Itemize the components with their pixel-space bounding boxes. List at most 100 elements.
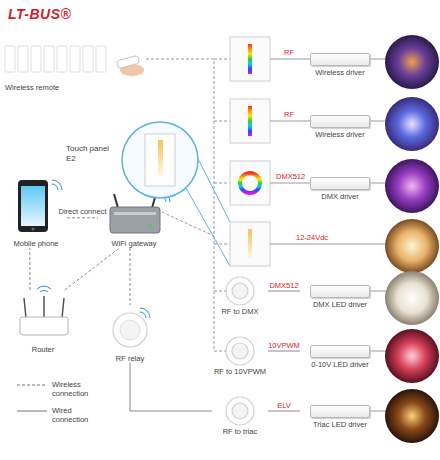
room-photo [385,389,439,443]
legend-entry: Wired connection [16,406,116,428]
wired-connection [268,351,300,352]
wall-switch-row [70,46,80,72]
room-photo [385,159,439,213]
legend-line [17,385,47,386]
wireless-bus [162,212,214,236]
converter-node: RF to triac [212,390,268,440]
room-photo [385,97,439,151]
driver-box: DMX driver [300,174,380,204]
connection-label: 10VPWM [268,341,300,350]
wall-panel [248,106,252,136]
wall-switch-row [18,46,28,72]
wifi-gateway-icon [114,212,156,215]
driver-casing [310,177,370,190]
logo-title: LT-BUS® [8,6,71,22]
wall-switch-row [31,46,41,72]
room-photo [385,271,439,325]
zoom-circle [122,122,198,198]
legend-line [17,411,47,412]
driver-box: DMX LED driver [300,282,380,312]
node-label: Wireless remote [5,83,150,92]
rf-converter-icon [226,337,254,365]
driver-casing [310,53,370,66]
mobile-phone-icon [21,186,45,226]
legend-sample [16,380,48,390]
device-box: RF relay [100,305,160,363]
driver-casing [310,115,370,128]
wall-panel [230,99,270,143]
converter-node: RF to 10VPWM [212,330,268,380]
wall-switch-row [44,46,54,72]
wired-line [370,59,386,411]
wired-connection [268,291,300,292]
rf-converter-icon [232,403,248,419]
converter-node: RF to DMX [212,270,268,320]
room-photo [385,329,439,383]
mobile-phone-icon [18,180,62,232]
connection-label: Direct connect [59,207,107,216]
mobile-phone-icon [32,228,35,231]
router-icon [43,296,45,318]
wall-panel [240,173,260,193]
wall-panel [230,37,270,266]
wall-panel [248,44,252,74]
wifi-gateway-icon [149,225,152,228]
wired-line [270,59,385,244]
driver-casing [310,285,370,298]
node-label: Router [12,345,74,354]
wireless-connection [67,217,98,218]
legend-sample [16,406,48,416]
rf-relay-icon [113,308,150,347]
rf-converter-icon [232,343,248,359]
wall-switch-row [5,46,106,72]
node-label: Mobile phone [5,239,67,248]
hand-remote [116,55,144,76]
wall-panel [248,229,252,259]
device-box: Router [12,290,74,354]
wall-panel [230,222,270,266]
wireless-connection [130,248,131,305]
node-label: 0-10V LED driver [300,360,380,369]
room-photo [385,35,439,89]
connection-label: ELV [277,401,291,410]
signal-label: RF [284,48,294,57]
driver-casing [310,405,370,418]
wall-panel [230,37,270,81]
node-label: RF to DMX [212,307,268,316]
zoom-callout: Touch panel E2 [62,118,202,202]
wall-switch-row [83,46,93,72]
room-photo [385,219,439,273]
driver-box: Triac LED driver [300,402,380,432]
zoom-circle [145,134,175,186]
zoom-circle [158,140,163,176]
hand-remote [116,55,139,68]
driver-box: Wireless driver [300,50,380,80]
rf-relay-icon [140,308,150,318]
wired-connection [268,411,300,412]
rf-converter-icon [226,277,254,305]
driver-box: Wireless driver [300,112,380,142]
device-box: Mobile phone [5,176,67,248]
router-icon [37,286,51,292]
rf-converter-icon [226,277,254,425]
wall-switch-row [5,46,15,72]
node-label: DMX driver [300,192,380,201]
legend-text: Wired connection [52,406,100,424]
connection-label: DMX512 [269,281,298,290]
mobile-phone-icon [52,180,62,190]
router-icon [62,298,64,318]
router-icon [24,298,26,318]
device-box: WiFi gateway [98,192,170,248]
router-icon [20,317,68,335]
wireless-connection [65,248,120,290]
mobile-phone-icon [18,180,48,232]
node-label: Touch panel E2 [66,144,116,164]
node-label: Wireless driver [300,68,380,77]
wireless-bus [146,59,230,351]
wifi-gateway-icon [110,207,160,233]
node-label: RF to triac [212,427,268,436]
router-icon [20,286,68,335]
wall-switch-row [57,46,67,72]
driver-box: 0-10V LED driver [300,342,380,372]
